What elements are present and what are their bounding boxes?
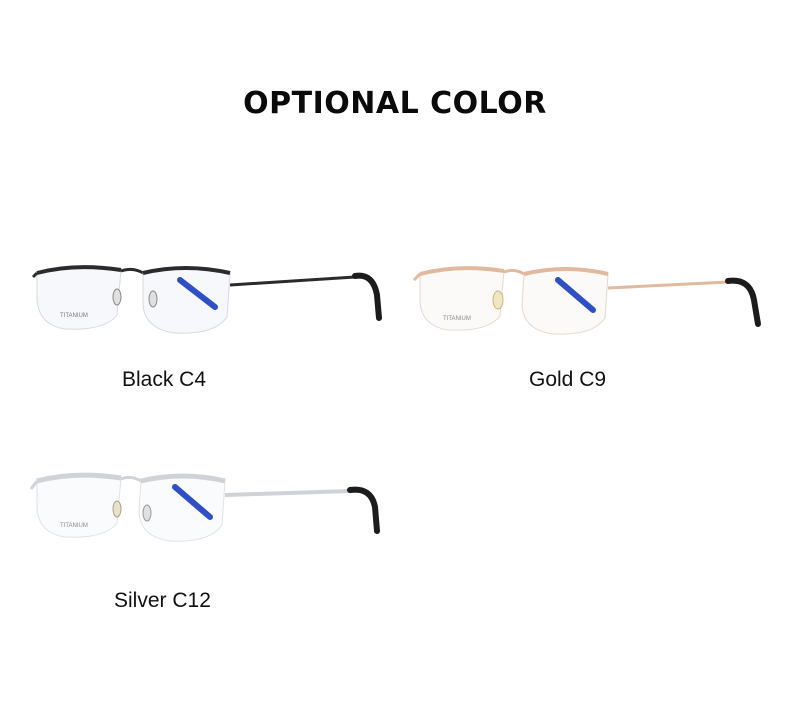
lens-mark-gold: TITANIUM <box>443 316 471 322</box>
label-gold-c9: Gold C9 <box>529 368 607 391</box>
label-black-c4: Black C4 <box>122 368 207 391</box>
page-title: OPTIONAL COLOR <box>243 86 547 121</box>
glasses-gold-c9[interactable]: TITANIUM <box>408 258 768 348</box>
glasses-silver-image: TITANIUM <box>29 472 380 542</box>
glasses-black-image: TITANIUM <box>31 265 382 334</box>
lens-mark-black: TITANIUM <box>60 313 88 319</box>
lens-mark-silver: TITANIUM <box>60 523 88 529</box>
glasses-silver-c12[interactable]: TITANIUM <box>25 465 385 555</box>
label-silver-c12: Silver C12 <box>114 589 211 612</box>
glasses-gold-image: TITANIUM <box>412 266 761 335</box>
glasses-black-c4[interactable]: TITANIUM <box>25 255 385 345</box>
